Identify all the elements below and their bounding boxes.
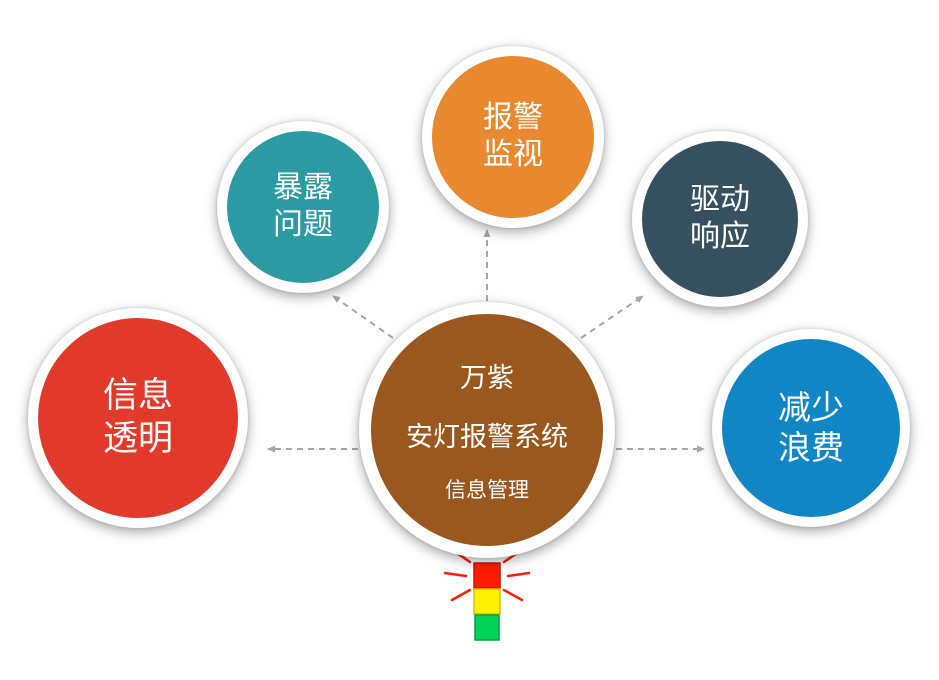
node-label-line1: 暴露	[273, 171, 333, 205]
andon-lamp-green	[474, 614, 500, 641]
node-label-line2: 浪费	[778, 429, 844, 466]
node-label-line1: 减少	[778, 388, 844, 426]
node-label-line1: 驱动	[690, 183, 750, 217]
arrow-to-expose-problems	[332, 295, 394, 339]
node-label-line2: 响应	[690, 220, 750, 253]
node-label-line2: 监视	[483, 138, 543, 171]
node-expose-problems: 暴露 问题	[217, 121, 389, 293]
andon-light	[443, 547, 531, 641]
arrow-to-drive-response	[580, 295, 644, 339]
andon-lamp-yellow	[473, 588, 501, 615]
center-node-line2: 安灯报警系统	[406, 422, 568, 452]
node-label: 报警 监视	[483, 100, 543, 173]
node-drive-response: 驱动 响应	[632, 131, 808, 307]
center-node: 万紫 安灯报警系统 信息管理	[359, 302, 615, 558]
node-label: 信息 透明	[103, 375, 173, 460]
center-node-line3: 信息管理	[445, 479, 529, 502]
node-reduce-waste: 减少 浪费	[712, 329, 910, 527]
andon-lamp-red	[473, 562, 501, 589]
node-label-line1: 信息	[102, 376, 173, 416]
node-label: 暴露 问题	[273, 170, 333, 243]
node-label-line2: 透明	[102, 419, 173, 458]
node-label: 驱动 响应	[690, 182, 750, 255]
node-label: 减少 浪费	[778, 388, 844, 469]
node-label-line1: 报警	[483, 101, 543, 135]
node-alarm-monitoring: 报警 监视	[422, 46, 604, 228]
center-node-line1: 万紫	[460, 363, 514, 393]
node-label-line2: 问题	[273, 208, 333, 241]
node-info-transparency: 信息 透明	[28, 308, 248, 528]
